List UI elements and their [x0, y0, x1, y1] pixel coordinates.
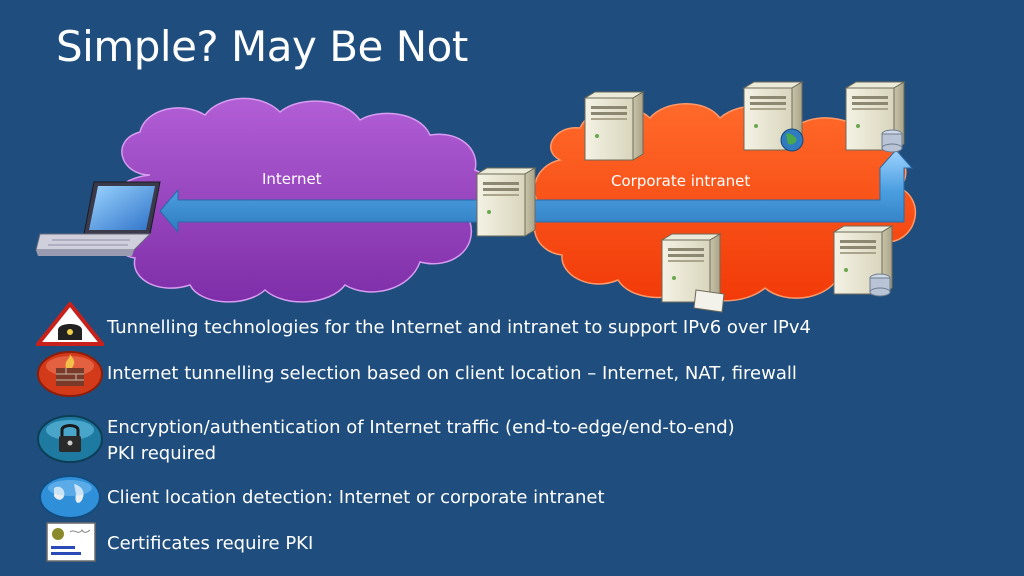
- bullet-text-3: Encryption/authentication of Internet tr…: [107, 417, 735, 438]
- laptop-icon: [35, 181, 161, 256]
- lock-icon: [37, 415, 103, 463]
- bullet-text-2: Internet tunnelling selection based on c…: [107, 363, 797, 384]
- firewall-icon: [37, 351, 103, 397]
- bullet-text-5: Certificates require PKI: [107, 533, 314, 554]
- database-server-icon: [845, 81, 905, 153]
- bullet-text-1: Tunnelling technologies for the Internet…: [107, 317, 812, 338]
- storage-server-icon: [833, 225, 893, 297]
- bullet-text-3-line2: PKI required: [107, 443, 217, 464]
- internet-label: Internet: [262, 170, 322, 188]
- tunnel-warning-icon: [36, 302, 104, 346]
- network-diagram: [35, 81, 917, 313]
- slide-title: Simple? May Be Not: [56, 22, 468, 71]
- intranet-label: Corporate intranet: [611, 172, 751, 190]
- file-server-icon: [661, 233, 725, 313]
- globe-icon: [39, 475, 101, 519]
- certificate-icon: [46, 522, 96, 562]
- web-server-icon: [743, 81, 804, 152]
- bullet-text-4: Client location detection: Internet or c…: [107, 487, 605, 508]
- tunnel-arrow: [159, 149, 914, 234]
